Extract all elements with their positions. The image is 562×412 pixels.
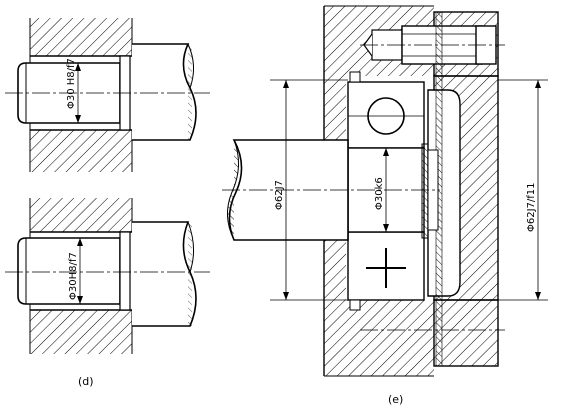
- lower-fit-label: Φ30H8/f7: [68, 252, 79, 300]
- fit-e-assembly: Φ62J7 Φ30k6 Φ62J7/f11: [222, 5, 548, 377]
- shaft-dim-label: Φ62J7: [274, 180, 285, 210]
- housing-hatch-bottom: [30, 130, 132, 172]
- end-cap-bottom: [433, 299, 499, 367]
- fit-d-lower: Φ30H8/f7: [5, 198, 210, 354]
- upper-fit-label: Φ30 H8/f7: [66, 58, 77, 109]
- housing-hatch-bottom: [30, 310, 132, 354]
- caption-e: (e): [388, 393, 403, 406]
- circlip: [421, 143, 429, 239]
- housing-dim-label: Φ62J7/f11: [526, 182, 537, 232]
- housing-hatch-top: [30, 18, 132, 56]
- bearing-inner-dim-label: Φ30k6: [374, 177, 385, 210]
- fit-d-upper: Φ30 H8/f7: [5, 18, 210, 172]
- housing-hatch-top: [30, 198, 132, 232]
- caption-d: (d): [78, 375, 94, 388]
- wall-hatch-bottom: [324, 300, 434, 376]
